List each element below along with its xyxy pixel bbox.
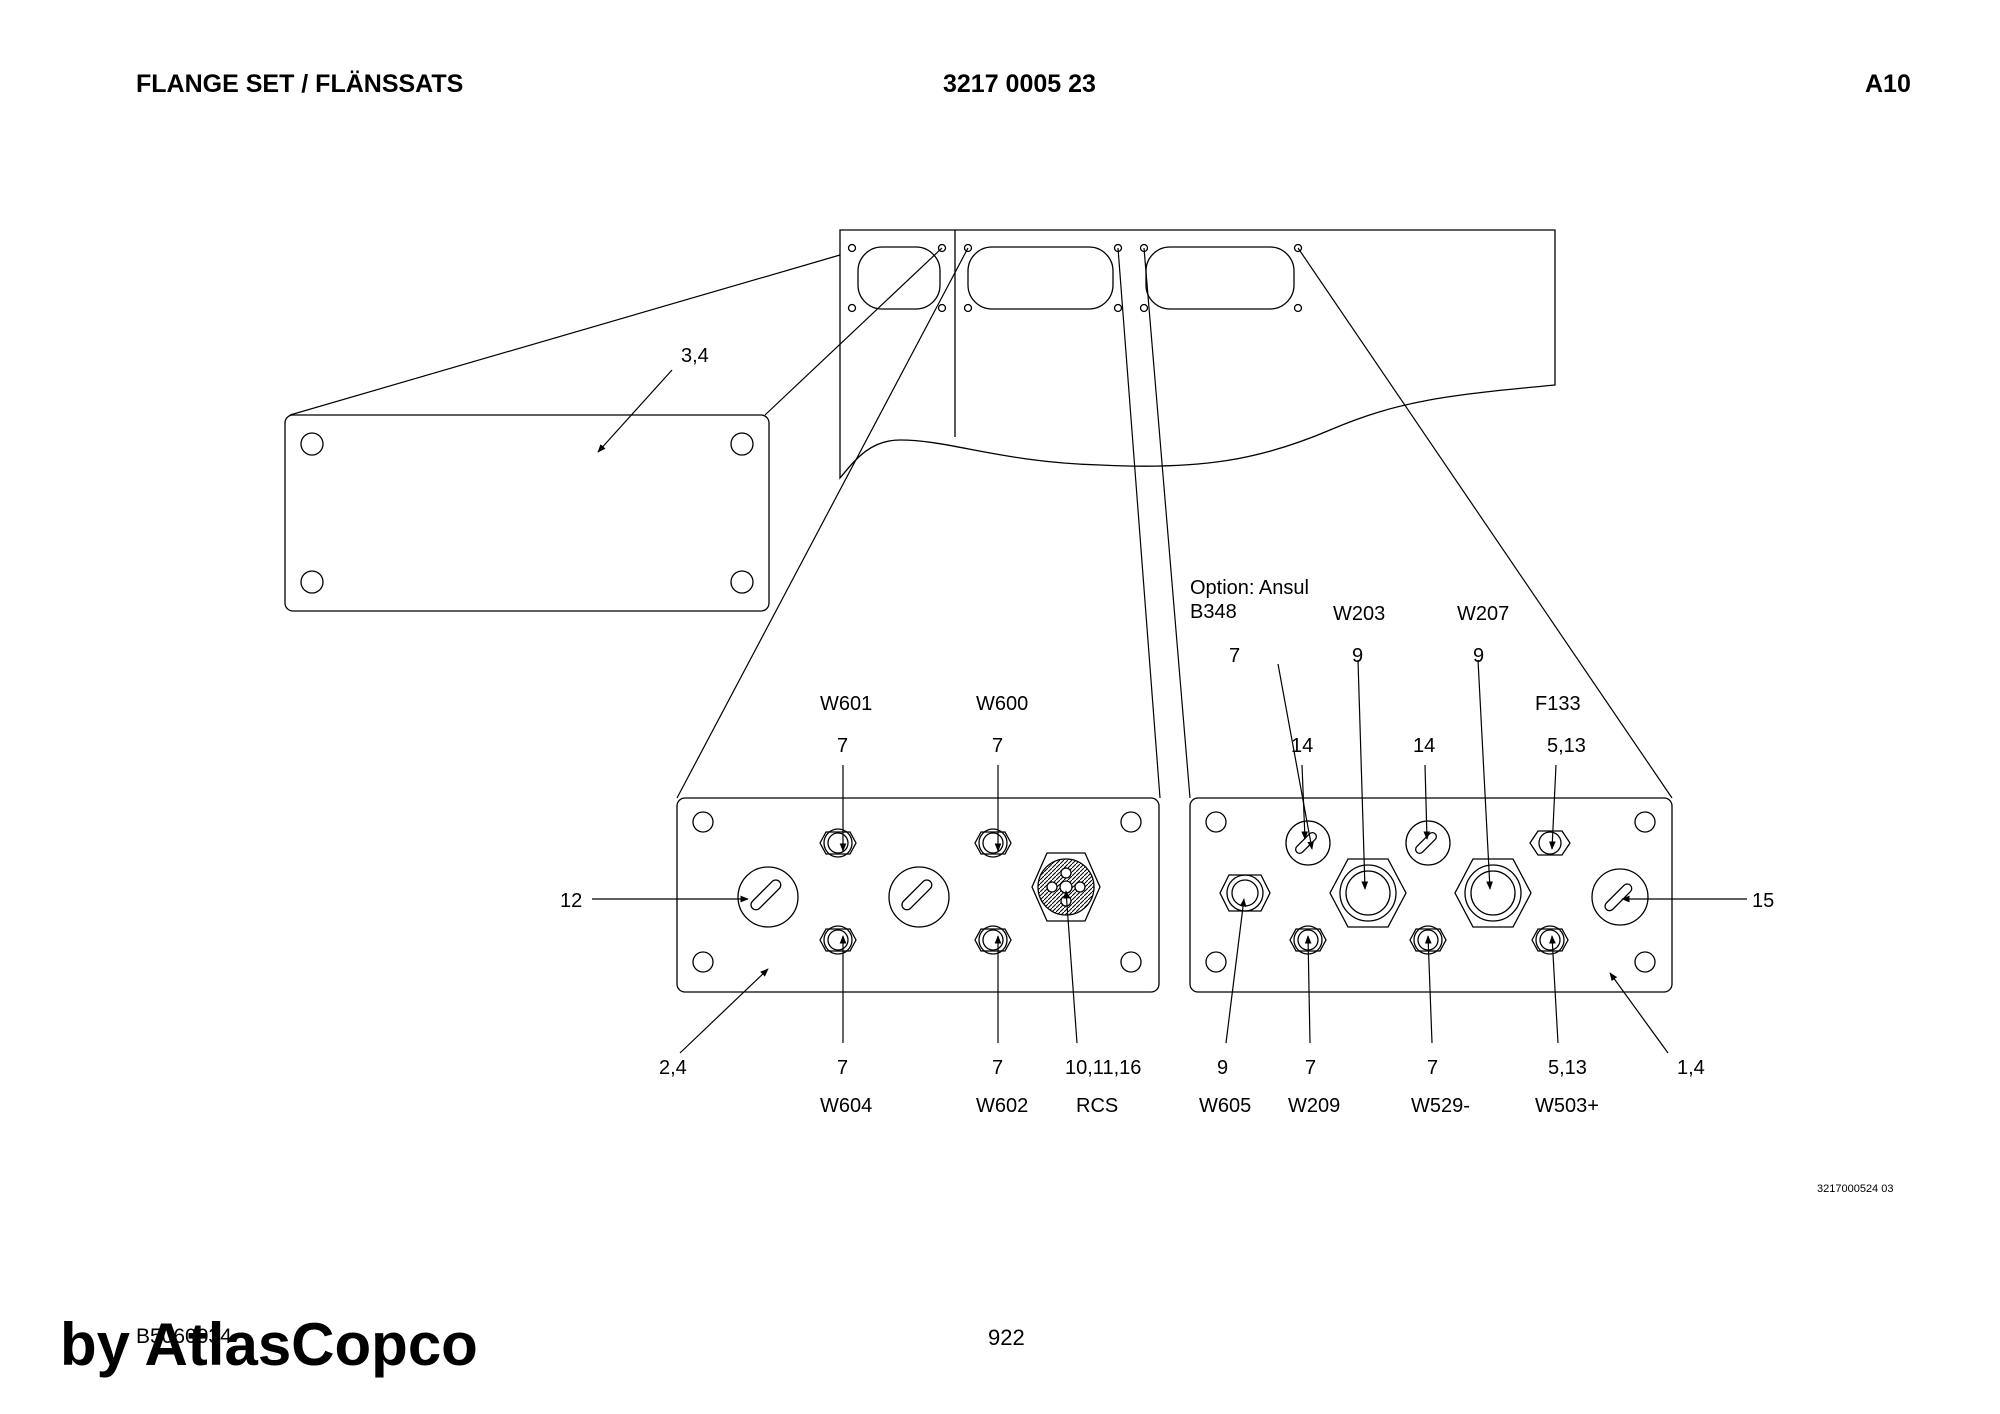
document-id: B5060034: [136, 1325, 232, 1348]
part-number: 3217 0005 23: [943, 70, 1096, 98]
label-b348: B348: [1190, 601, 1237, 623]
watermark: by AtlasCopco: [60, 1311, 478, 1378]
label-w203: W203: [1333, 603, 1385, 625]
label-right-plate: 1,4: [1677, 1057, 1705, 1079]
label-rcs-item: 10,11,16: [1065, 1057, 1141, 1079]
cable-gland-icon: [819, 925, 857, 955]
drawing-reference: 3217000524 03: [1817, 1183, 1894, 1195]
label-opt-item: 7: [1229, 645, 1240, 667]
cable-gland-icon: [1454, 858, 1532, 928]
label-blank2-item: 14: [1413, 735, 1435, 757]
frame-panel: [839, 229, 1556, 480]
label-w601-item: 7: [837, 735, 848, 757]
label-f133: F133: [1535, 693, 1581, 715]
cable-gland-icon: [1329, 858, 1407, 928]
label-w605: W605: [1199, 1095, 1251, 1117]
label-right-blank: 15: [1752, 890, 1774, 912]
label-w604-item: 7: [837, 1057, 848, 1079]
label-w503-item: 5,13: [1548, 1057, 1587, 1079]
label-rcs: RCS: [1076, 1095, 1118, 1117]
blank-plug-icon: [1405, 820, 1451, 866]
label-left-blank: 12: [560, 890, 582, 912]
cable-gland-icon: [1531, 925, 1569, 955]
label-w203-item: 9: [1352, 645, 1363, 667]
label-blank1-item: 14: [1291, 735, 1313, 757]
label-w529: W529-: [1411, 1095, 1470, 1117]
label-w604: W604: [820, 1095, 872, 1117]
label-w602: W602: [976, 1095, 1028, 1117]
label-w601: W601: [820, 693, 872, 715]
label-w209-item: 7: [1305, 1057, 1316, 1079]
label-f133-item: 5,13: [1547, 735, 1586, 757]
page-number: 922: [988, 1325, 1025, 1350]
label-w209: W209: [1288, 1095, 1340, 1117]
label-w529-item: 7: [1427, 1057, 1438, 1079]
rcs-connector-icon: [1031, 852, 1101, 922]
section-code: A10: [1865, 70, 1911, 98]
blank-plug-icon: [737, 866, 799, 928]
label-w600: W600: [976, 693, 1028, 715]
callout-labels: 3,4 Option: Ansul B348 W203 W207 7 9 9 W…: [560, 345, 1774, 1117]
blank-plate: [284, 414, 770, 612]
right-flange-plate: [1189, 797, 1673, 993]
label-w207: W207: [1457, 603, 1509, 625]
blank-plug-icon: [1591, 868, 1649, 926]
projection-lines: [289, 247, 1673, 799]
label-w605-item: 9: [1217, 1057, 1228, 1079]
label-w503: W503+: [1535, 1095, 1599, 1117]
label-top-plate: 3,4: [681, 345, 709, 367]
label-option: Option: Ansul: [1190, 577, 1309, 599]
leader-lines: [592, 369, 1747, 1054]
label-w600-item: 7: [992, 735, 1003, 757]
cable-gland-icon: [1529, 830, 1571, 856]
label-left-plate: 2,4: [659, 1057, 687, 1079]
label-w207-item: 9: [1473, 645, 1484, 667]
blank-plug-icon: [888, 866, 950, 928]
label-w602-item: 7: [992, 1057, 1003, 1079]
cable-gland-icon: [974, 925, 1012, 955]
cable-gland-icon: [819, 828, 857, 858]
document-title: FLANGE SET / FLÄNSSATS: [136, 70, 464, 98]
cable-gland-icon: [1219, 874, 1271, 912]
left-flange-plate: [676, 797, 1160, 993]
cable-gland-icon: [974, 828, 1012, 858]
